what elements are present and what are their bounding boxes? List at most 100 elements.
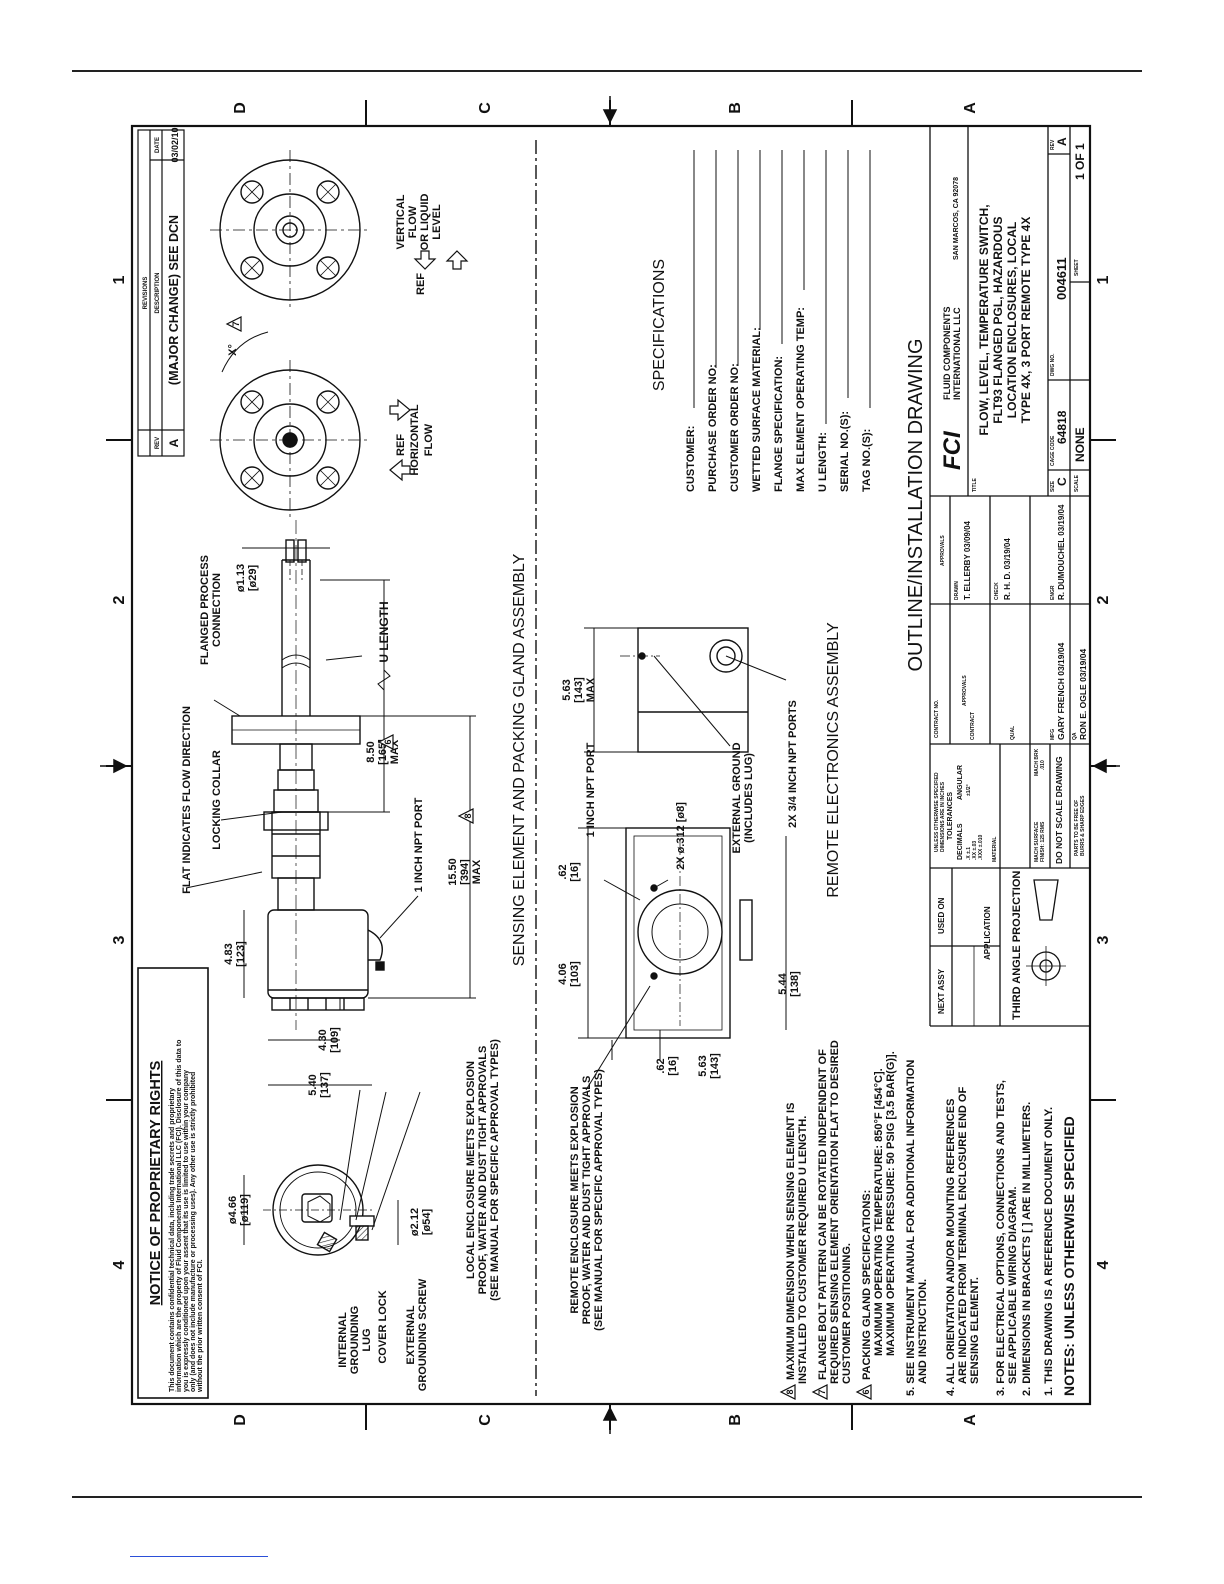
proprietary-line-1: This document contains confidential tech…: [169, 1088, 176, 1392]
notes: NOTES: UNLESS OTHERWISE SPECIFIED 1. THI…: [785, 1040, 1077, 1396]
ref-vertical-1: VERTICAL: [395, 194, 407, 249]
tb-mfg-name: GARY FRENCH 03/19/04: [1056, 642, 1066, 740]
revisions-header-rev: REV: [155, 437, 161, 449]
revisions-title: REVISIONS: [143, 277, 149, 310]
footer-link-underline[interactable]: [130, 1556, 268, 1557]
tb-used-on: USED ON: [937, 897, 946, 934]
marker-6-sensing-text: 6: [383, 739, 393, 744]
label-npt-ports: 2X 3/4 INCH NPT PORTS: [787, 700, 799, 828]
local-note-3: (SEE MANUAL FOR SPECIFIC APPROVAL TYPES): [489, 1039, 501, 1301]
zone-letter-bottom-a: A: [962, 1414, 979, 1426]
tb-finish-2: FINISH: 125 RMS: [1040, 821, 1046, 862]
tb-engr: ENGR: [1050, 585, 1056, 600]
dim-4-83: 4.83: [223, 943, 235, 964]
specifications-fill-lines: [693, 150, 871, 424]
dim-15-50-mm: [394]: [459, 859, 471, 885]
ref-vertical-2: FLOW: [407, 205, 419, 238]
tb-approvals-2: APPROVALS: [940, 535, 946, 566]
proprietary-title: NOTICE OF PROPRIETARY RIGHTS: [148, 1060, 164, 1305]
tb-dwg: 004611: [1054, 257, 1069, 300]
note-3b: SEE APPLICABLE WIRING DIAGRAM.: [1007, 1186, 1019, 1384]
outline-title: OUTLINE/INSTALLATION DRAWING: [905, 339, 927, 672]
tb-mfg: MFG: [1050, 729, 1056, 740]
tb-tolerances-3: TOLERANCES: [947, 792, 954, 840]
tb-decimals: DECIMALS: [957, 823, 964, 860]
tb-title-line-2: FLT93 FLANGED PGL, HAZARDOUS: [991, 216, 1005, 423]
zone-letter-bottom-d: D: [232, 1414, 249, 1426]
dim-4-66: ø4.66: [227, 1196, 239, 1224]
top-rule: [72, 70, 1142, 72]
zone-letter-top-a: A: [962, 102, 979, 114]
tb-size-label: SIZE: [1050, 480, 1056, 492]
zone-number-left-2: 2: [111, 595, 128, 604]
dim-5-44: 5.44: [777, 972, 789, 994]
dim-5-63a: 5.63: [697, 1055, 709, 1076]
tb-mach-brk-2: .010: [1040, 760, 1046, 770]
note-6b: MAXIMUM OPERATING TEMPERATURE: 850°F [45…: [873, 1068, 885, 1356]
flange-view-vertical: [210, 150, 370, 310]
note-6a: PACKING GLAND SPECIFICATIONS:: [861, 1190, 873, 1380]
revisions-header-description: DESCRIPTION: [155, 272, 161, 313]
zone-letter-top-c: C: [477, 102, 494, 114]
zone-number-right-2: 2: [1095, 595, 1112, 604]
proprietary-line-4: only (and does not include manufacture o…: [190, 1072, 197, 1392]
revisions-header-date: DATE: [155, 137, 161, 153]
sensing-dimension-lines: [185, 547, 476, 1245]
dim-2-12: ø2.12: [409, 1208, 421, 1236]
dim-4-06: 4.06: [557, 963, 569, 984]
spec-purchase-order: PURCHASE ORDER NO:: [707, 364, 719, 492]
spec-tag: TAG NO.(S):: [861, 429, 873, 492]
marker-6-sensing: [377, 734, 394, 750]
tb-dec-3: .XXX ±.010: [978, 835, 984, 860]
proprietary-line-2: information which are the property of Fl…: [176, 1040, 183, 1392]
ref-horizontal-3: FLOW: [423, 423, 435, 456]
note-marker-8: 8: [785, 1389, 795, 1394]
tb-location: SAN MARCOS, CA 92078: [953, 177, 960, 260]
specifications-title: SPECIFICATIONS: [651, 259, 668, 391]
zone-letter-bottom-c: C: [477, 1414, 494, 1426]
spec-serial: SERIAL NO.(S):: [839, 411, 851, 492]
tb-tolerances-2: DIMENSIONS ARE IN INCHES: [940, 781, 946, 852]
ref-horizontal-1: REF: [395, 434, 407, 456]
remote-note-2: PROOF, WATER AND DUST TIGHT APPROVALS: [581, 1076, 593, 1325]
remote-enclosure-front: [625, 827, 753, 1039]
remote-enclosure-side: [620, 627, 749, 753]
dim-62a: .62: [557, 864, 569, 879]
label-flanged-2: CONNECTION: [211, 573, 223, 647]
note-markers: [779, 1384, 872, 1400]
proprietary-notice: NOTICE OF PROPRIETARY RIGHTS This docume…: [137, 967, 209, 1399]
label-flat-indicates: FLAT INDICATES FLOW DIRECTION: [181, 706, 193, 894]
tb-qa-name: RON E. OGLE 03/19/04: [1078, 649, 1088, 740]
spec-customer: CUSTOMER:: [685, 426, 697, 492]
remote-dimension-lines: [578, 627, 787, 1091]
tb-dwg-label: DWG NO.: [1050, 353, 1056, 376]
dim-4-66-mm: [ø119]: [239, 1194, 251, 1226]
note-7b: REQUIRED SENSING ELEMENT ORIENTATION FLA…: [829, 1040, 841, 1384]
tb-drawn-name: T. ELLERBY 03/09/04: [963, 520, 972, 600]
spec-max-temp: MAX ELEMENT OPERATING TEMP:: [795, 307, 807, 492]
tb-title-line-4: TYPE 4X, 3 PORT REMOTE TYPE 4X: [1019, 217, 1033, 424]
dim-5-63b: 5.63: [561, 679, 573, 700]
title-block-text: NEXT ASSY USED ON APPLICATION THIRD ANGL…: [934, 137, 1088, 1020]
revision-row-date: 03/02/10: [170, 127, 180, 162]
tb-cage: 64818: [1055, 410, 1069, 444]
tb-contract: CONTRACT: [970, 712, 976, 740]
spec-wetted-material: WETTED SURFACE MATERIAL:: [751, 327, 763, 492]
tb-break-edges-1: PARTS TO BE FREE OF: [1074, 800, 1080, 856]
remote-note-3: (SEE MANUAL FOR SPECIFIC APPROVAL TYPES): [593, 1069, 605, 1331]
tb-scale: NONE: [1073, 427, 1087, 462]
dim-62b: .62: [655, 1058, 667, 1073]
dim-1-13-mm: [ø29]: [247, 565, 259, 592]
proprietary-line-3: you is expressly conditioned upon your a…: [183, 1070, 190, 1392]
zone-letter-top-d: D: [232, 102, 249, 114]
zone-number-right-1: 1: [1095, 275, 1112, 284]
dim-15-50: 15.50: [447, 858, 459, 886]
sensing-element-drawing: [231, 520, 385, 1256]
tb-application: APPLICATION: [983, 906, 992, 960]
tb-approvals: APPROVALS: [962, 675, 968, 706]
tb-next-assy: NEXT ASSY: [937, 968, 946, 1014]
notes-header: NOTES: UNLESS OTHERWISE SPECIFIED: [1061, 1116, 1077, 1396]
dim-4-30: 4.30: [317, 1029, 329, 1050]
proprietary-line-5: without the prior written consent of FCI…: [197, 1259, 204, 1393]
